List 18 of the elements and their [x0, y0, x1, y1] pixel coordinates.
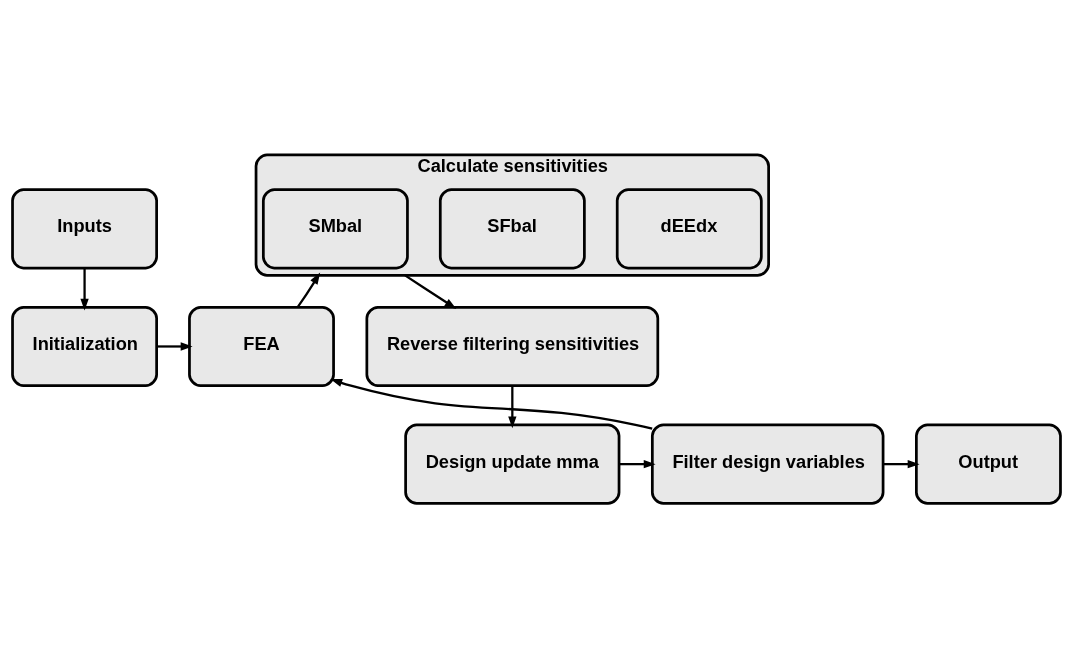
node-box: FEA — [188, 305, 335, 387]
node-box: Initialization — [11, 305, 158, 387]
arrow — [156, 341, 193, 351]
arrow — [619, 459, 656, 468]
arrow — [508, 385, 517, 428]
arrow — [330, 378, 653, 430]
node-box: Output — [915, 423, 1062, 505]
node-box: Filter design variables — [650, 423, 885, 505]
arrow — [80, 267, 89, 311]
node-box: Inputs — [11, 187, 158, 269]
node-box: SMbal — [261, 187, 409, 269]
node-box: Reverse filtering sensitivities — [365, 305, 660, 387]
node-box: dEEdx — [615, 187, 763, 269]
node-box: SFbal — [438, 187, 586, 269]
node-box: Design update mma — [404, 423, 621, 505]
arrow — [883, 459, 920, 468]
arrow — [404, 273, 457, 309]
arrow — [296, 271, 321, 308]
